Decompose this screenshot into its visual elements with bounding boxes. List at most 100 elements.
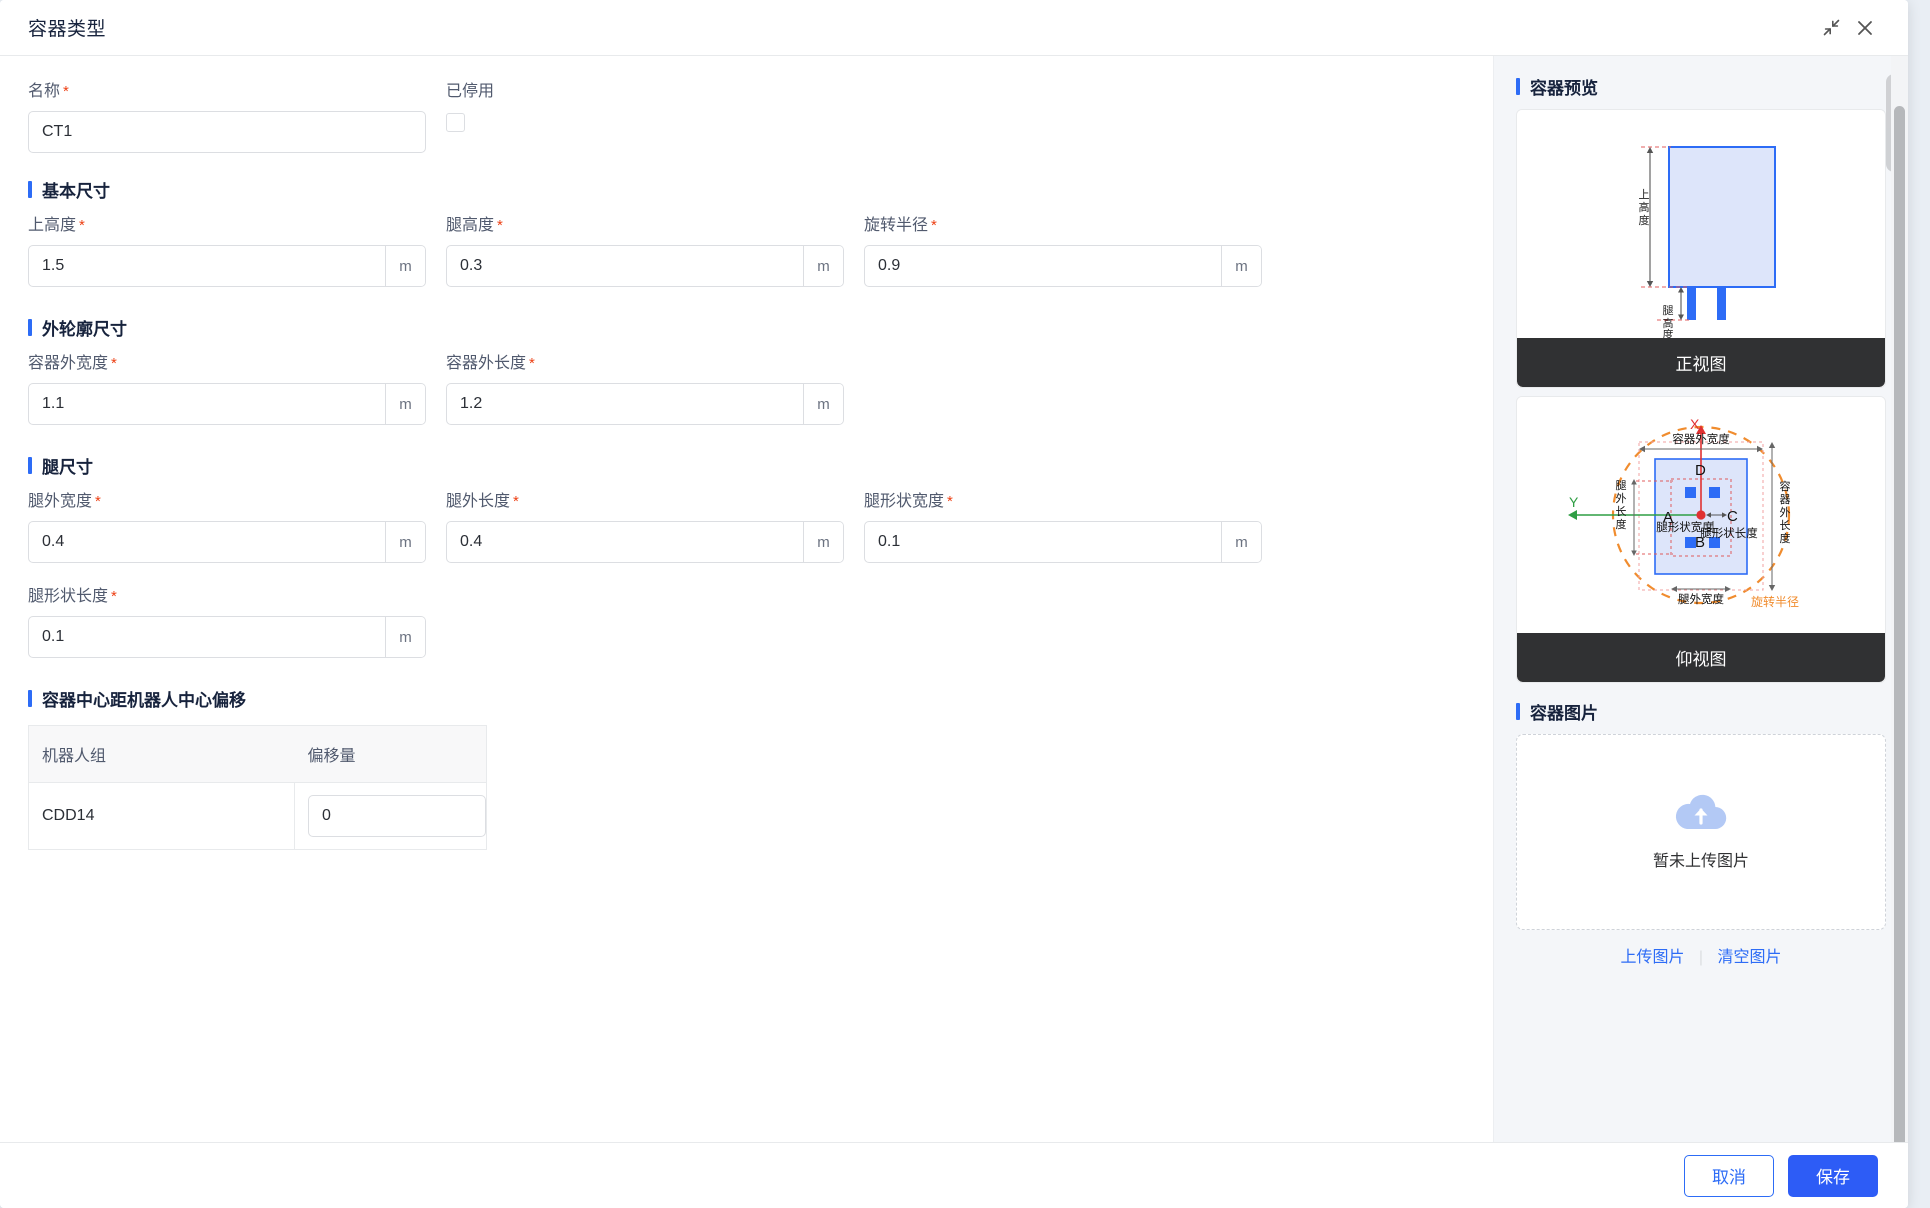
turn-radius-input[interactable] [865,246,1221,286]
disabled-label: 已停用 [446,83,495,100]
section-accent-bar [28,181,32,198]
required-mark: * [947,493,953,510]
svg-text:度: 度 [1616,517,1627,531]
outer-length-unit: m [803,384,843,424]
front-view-bar: 正视图 [1517,338,1885,387]
leg-shape-length-input[interactable] [29,617,385,657]
front-view-canvas: 上 高 度 腿 高 度 [1517,110,1885,341]
leg-height-inputbox[interactable]: m [446,245,844,287]
svg-text:度: 度 [1663,327,1674,338]
turn-radius-inputbox[interactable]: m [864,245,1262,287]
field-leg-out-length: 腿外长度* m [446,492,844,563]
bottom-label-corner-c: C [1727,508,1738,525]
required-mark: * [931,217,937,234]
scrollbar-thumb[interactable] [1894,106,1905,1142]
outer-width-input[interactable] [29,384,385,424]
field-disabled: 已停用 [446,82,494,153]
turn-radius-label: 旋转半径* [864,217,937,234]
outer-length-inputbox[interactable]: m [446,383,844,425]
leg-out-length-inputbox[interactable]: m [446,521,844,563]
dialog-header: 容器类型 [0,0,1908,56]
field-leg-shape-length: 腿形状长度* m [28,587,426,658]
outer-length-input[interactable] [447,384,803,424]
name-inputbox[interactable] [28,111,426,153]
dialog-footer: 取消 保存 [0,1142,1908,1208]
required-mark: * [111,588,117,605]
svg-text:长: 长 [1780,519,1791,532]
svg-text:器: 器 [1780,493,1791,506]
leg-shape-length-inputbox[interactable]: m [28,616,426,658]
row-basic: 上高度* m 腿高度* m 旋转半径* [28,216,1465,287]
section-accent-bar [1516,78,1520,95]
section-leg-title: 腿尺寸 [42,458,93,477]
table-header-row: 机器人组 偏移量 [28,725,487,783]
link-separator: | [1698,949,1704,966]
top-height-input[interactable] [29,246,385,286]
section-basic: 基本尺寸 [28,177,1465,202]
leg-shape-width-inputbox[interactable]: m [864,521,1262,563]
leg-out-width-input[interactable] [29,522,385,562]
field-turn-radius: 旋转半径* m [864,216,1262,287]
column-header-offset: 偏移量 [294,725,487,783]
outer-width-inputbox[interactable]: m [28,383,426,425]
leg-shape-width-unit: m [1221,522,1261,562]
leg-out-length-input[interactable] [447,522,803,562]
bottom-label-leg-out-width: 腿外宽度 [1678,592,1724,606]
front-label-top-height: 上 [1639,188,1650,201]
collapse-icon[interactable] [1814,11,1848,45]
section-accent-bar [28,457,32,474]
section-accent-bar [28,319,32,336]
field-leg-height: 腿高度* m [446,216,844,287]
required-mark: * [79,217,85,234]
field-name: 名称* [28,82,426,153]
svg-text:长: 长 [1616,505,1627,518]
leg-height-input[interactable] [447,246,803,286]
front-view-diagram: 上 高 度 腿 高 度 [1639,146,1776,341]
upload-image-link[interactable]: 上传图片 [1620,949,1685,966]
row-outline: 容器外宽度* m 容器外长度* m [28,354,1465,425]
outer-width-label: 容器外宽度* [28,355,117,372]
field-leg-shape-width: 腿形状宽度* m [864,492,1262,563]
field-top-height: 上高度* m [28,216,426,287]
offset-input[interactable] [309,796,485,836]
preview-pane: 容器预览 [1494,56,1908,1142]
required-mark: * [95,493,101,510]
disabled-checkbox[interactable] [446,113,465,132]
section-outline-title: 外轮廓尺寸 [42,320,127,339]
name-label: 名称* [28,83,69,100]
bottom-label-turn-radius: 旋转半径 [1751,594,1799,609]
outer-length-label: 容器外长度* [446,355,535,372]
leg-shape-length-unit: m [385,617,425,657]
svg-text:高: 高 [1639,200,1650,214]
image-dropzone[interactable]: 暂未上传图片 [1516,734,1886,930]
bottom-label-leg-out-length: 腿 [1616,479,1627,492]
leg-out-width-inputbox[interactable]: m [28,521,426,563]
svg-text:度: 度 [1639,213,1650,227]
save-button[interactable]: 保存 [1788,1154,1878,1197]
svg-text:外: 外 [1616,492,1627,505]
required-mark: * [513,493,519,510]
offset-inputbox[interactable]: m [308,795,486,837]
front-label-leg-height: 腿 [1663,304,1674,317]
section-basic-title: 基本尺寸 [42,182,110,201]
row-name: 名称* 已停用 [28,82,1465,153]
bottom-label-axis-y: Y [1569,494,1579,510]
cancel-button[interactable]: 取消 [1684,1154,1774,1197]
clear-image-link[interactable]: 清空图片 [1717,949,1782,966]
dialog-body: 名称* 已停用 基本尺寸 上高度* [0,56,1908,1142]
preview-title-row: 容器预览 [1516,74,1886,99]
column-header-group: 机器人组 [28,725,295,783]
name-input[interactable] [29,112,425,152]
leg-shape-length-label: 腿形状长度* [28,588,117,605]
leg-shape-width-input[interactable] [865,522,1221,562]
close-icon[interactable] [1848,11,1882,45]
top-height-label: 上高度* [28,217,85,234]
bottom-label-corner-d: D [1695,462,1706,479]
top-height-inputbox[interactable]: m [28,245,426,287]
section-outline: 外轮廓尺寸 [28,315,1465,340]
required-mark: * [529,355,535,372]
bottom-view-bar: 仰视图 [1517,633,1885,682]
turn-radius-unit: m [1221,246,1261,286]
front-view-card: 上 高 度 腿 高 度 正视图 [1516,109,1886,388]
